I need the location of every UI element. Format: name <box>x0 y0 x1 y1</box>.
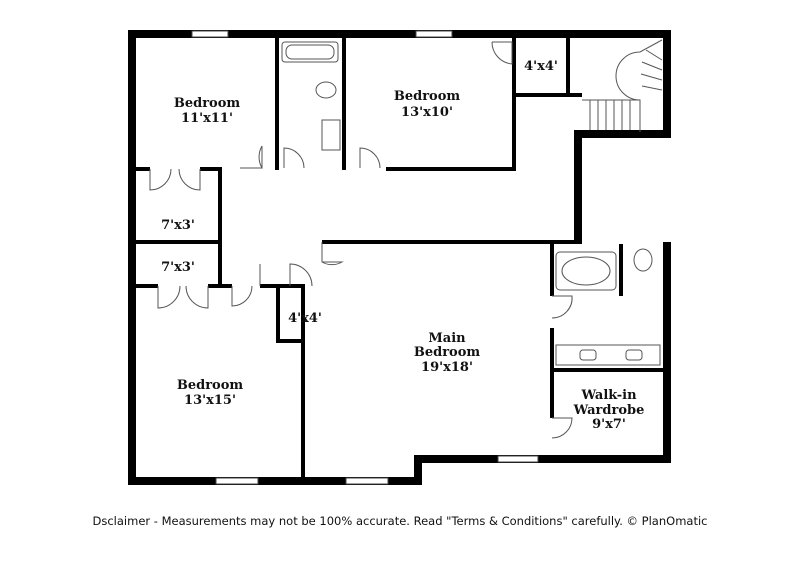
disclaimer-text: Dsclaimer - Measurements may not be 100%… <box>92 514 708 528</box>
closet-w2-size: 7'x3' <box>161 260 195 275</box>
staircase <box>582 39 663 132</box>
walkin-name2: Wardrobe <box>573 403 645 418</box>
bedroom-nw-size: 11'x11' <box>181 111 233 126</box>
bedroom-sw-size: 13'x15' <box>184 393 236 408</box>
bedroom-nw-name: Bedroom <box>174 96 241 111</box>
fixtures <box>281 41 661 366</box>
bedroom-n-size: 13'x10' <box>401 105 453 120</box>
windows <box>191 30 539 485</box>
walkin-size: 9'x7' <box>592 417 626 432</box>
bedroom-sw-name: Bedroom <box>177 378 244 393</box>
closet-mid-size: 4'x4' <box>288 311 322 326</box>
closet-w1-size: 7'x3' <box>161 218 195 233</box>
main-bedroom-size: 19'x18' <box>421 360 473 375</box>
interior-walls <box>136 38 663 480</box>
floor-plan: Bedroom 11'x11' Bedroom 13'x10' 4'x4' 7'… <box>128 30 671 485</box>
walkin-name1: Walk-in <box>580 388 637 403</box>
room-labels: Bedroom 11'x11' Bedroom 13'x10' 4'x4' 7'… <box>161 59 644 432</box>
closet-ne-size: 4'x4' <box>524 59 558 74</box>
bedroom-n-name: Bedroom <box>394 89 461 104</box>
doors <box>149 41 573 439</box>
main-bedroom-name1: Main <box>428 331 466 346</box>
main-bedroom-name2: Bedroom <box>414 345 481 360</box>
